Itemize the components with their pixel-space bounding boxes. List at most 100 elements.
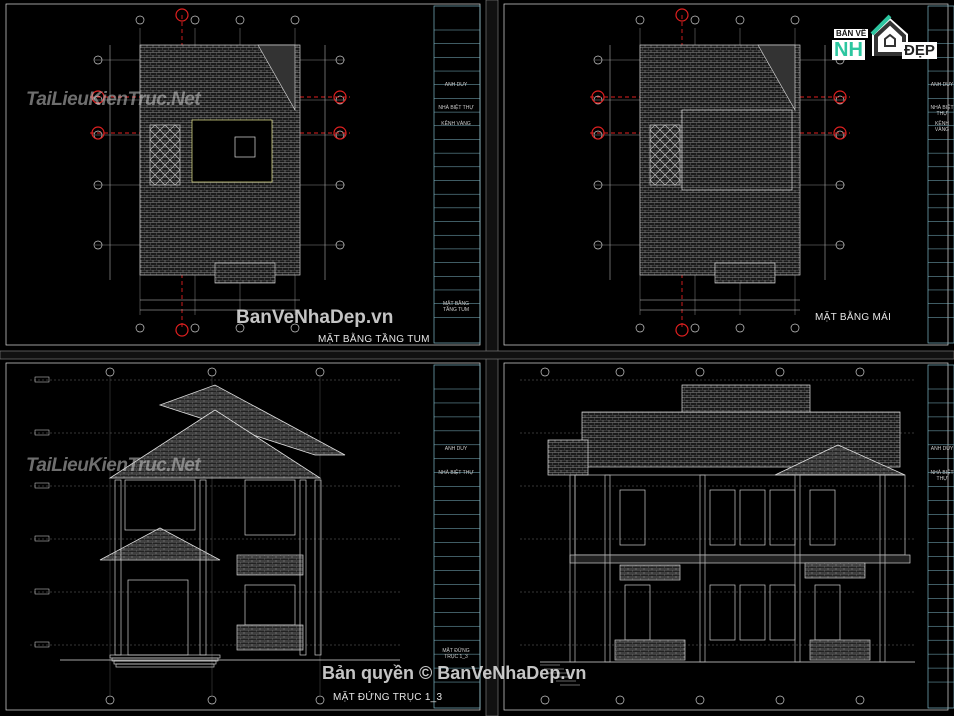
wall-base <box>236 624 304 651</box>
skylight <box>649 124 681 186</box>
title-block-drawing: MẶT ĐỨNG TRỤC 1_3 <box>442 648 470 660</box>
axis-bubble <box>593 180 603 190</box>
roof-ridge <box>757 44 796 112</box>
window <box>739 489 766 546</box>
roof-gable <box>108 409 322 479</box>
column <box>114 479 122 656</box>
stair-well <box>234 136 256 158</box>
axis-bubble <box>135 15 145 25</box>
axis-bubble <box>335 95 345 105</box>
axis-bubble <box>690 15 700 25</box>
step <box>111 657 219 662</box>
axis-bubble <box>93 55 103 65</box>
roof-hatch <box>714 262 776 284</box>
window <box>619 489 646 546</box>
axis-bubble <box>333 126 347 140</box>
title-block <box>927 5 954 344</box>
title-block-project: NHÀ BIỆT THỰ <box>438 105 474 111</box>
level-tag <box>34 535 50 542</box>
axis-bubble <box>315 695 325 705</box>
axis-bubble <box>335 55 345 65</box>
step <box>115 663 215 668</box>
banvenhadep-logo: BẢN VẼ NH ĐẸP <box>832 12 944 64</box>
axis-bubble <box>91 126 105 140</box>
axis-bubble <box>175 8 189 22</box>
axis-bubble <box>93 240 103 250</box>
title-block-designer: ANH DUY <box>444 446 468 452</box>
panel-separator <box>0 350 954 360</box>
title-block-designer: ANH DUY <box>930 82 954 88</box>
axis-bubble <box>833 126 847 140</box>
title-block-location: KÊNH VÀNG <box>934 121 950 133</box>
axis-bubble <box>135 323 145 333</box>
axis-bubble <box>335 180 345 190</box>
axis-bubble <box>675 323 689 337</box>
step <box>113 660 217 665</box>
column <box>604 474 611 663</box>
porch-gable <box>99 527 221 561</box>
logo-text-end: ĐẸP <box>902 42 937 59</box>
level-tag <box>34 376 50 383</box>
axis-bubble <box>290 323 300 333</box>
axis-bubble <box>835 240 845 250</box>
axis-bubble <box>835 95 845 105</box>
logo-text-mid: NH <box>832 39 865 61</box>
balcony <box>236 554 304 576</box>
window <box>769 489 796 546</box>
axis-bubble <box>615 367 625 377</box>
title-block <box>433 364 481 709</box>
title-block-project: NHÀ BIỆT THỰ <box>930 470 954 482</box>
floor-slab <box>569 554 911 564</box>
window <box>244 479 296 536</box>
logo-text-top: BẢN VẼ <box>834 29 869 38</box>
axis-bubble <box>591 126 605 140</box>
axis-bubble <box>695 695 705 705</box>
level-tag <box>34 429 50 436</box>
roof <box>158 384 346 456</box>
axis-bubble <box>591 90 605 104</box>
axis-bubble <box>105 695 115 705</box>
axis-bubble <box>790 323 800 333</box>
column <box>314 479 322 656</box>
sheet-title-mat-bang-mai: MẶT BẰNG MÁI <box>815 312 892 323</box>
axis-bubble <box>593 55 603 65</box>
axis-bubble <box>190 15 200 25</box>
axis-bubble <box>695 367 705 377</box>
axis-bubble <box>790 15 800 25</box>
roof-hatch <box>214 262 276 284</box>
axis-bubble <box>635 323 645 333</box>
wall-base <box>809 639 871 661</box>
axis-bubble <box>855 367 865 377</box>
axis-bubble <box>735 15 745 25</box>
sheet-frame <box>503 3 949 346</box>
axis-bubble <box>235 323 245 333</box>
axis-bubble <box>593 95 603 105</box>
axis-bubble <box>615 695 625 705</box>
skylight <box>149 124 181 186</box>
stair-core <box>191 119 273 183</box>
sheet-title-tang-tum: MẶT BẰNG TẦNG TUM <box>318 334 430 345</box>
axis-bubble <box>93 180 103 190</box>
axis-bubble <box>175 323 189 337</box>
axis-bubble <box>855 695 865 705</box>
level-tag <box>34 641 50 648</box>
window <box>739 584 766 641</box>
axis-bubble <box>315 367 325 377</box>
balcony <box>804 562 866 579</box>
window <box>709 489 736 546</box>
axis-bubble <box>540 695 550 705</box>
title-block <box>433 5 481 344</box>
door <box>127 579 189 656</box>
column <box>199 479 207 656</box>
window <box>624 584 651 641</box>
column <box>699 474 706 663</box>
column <box>299 479 307 656</box>
axis-bubble <box>635 15 645 25</box>
axis-bubble <box>105 367 115 377</box>
axis-bubble <box>207 695 217 705</box>
axis-bubble <box>335 240 345 250</box>
axis-bubble <box>735 323 745 333</box>
axis-bubble <box>235 15 245 25</box>
window <box>124 479 196 531</box>
